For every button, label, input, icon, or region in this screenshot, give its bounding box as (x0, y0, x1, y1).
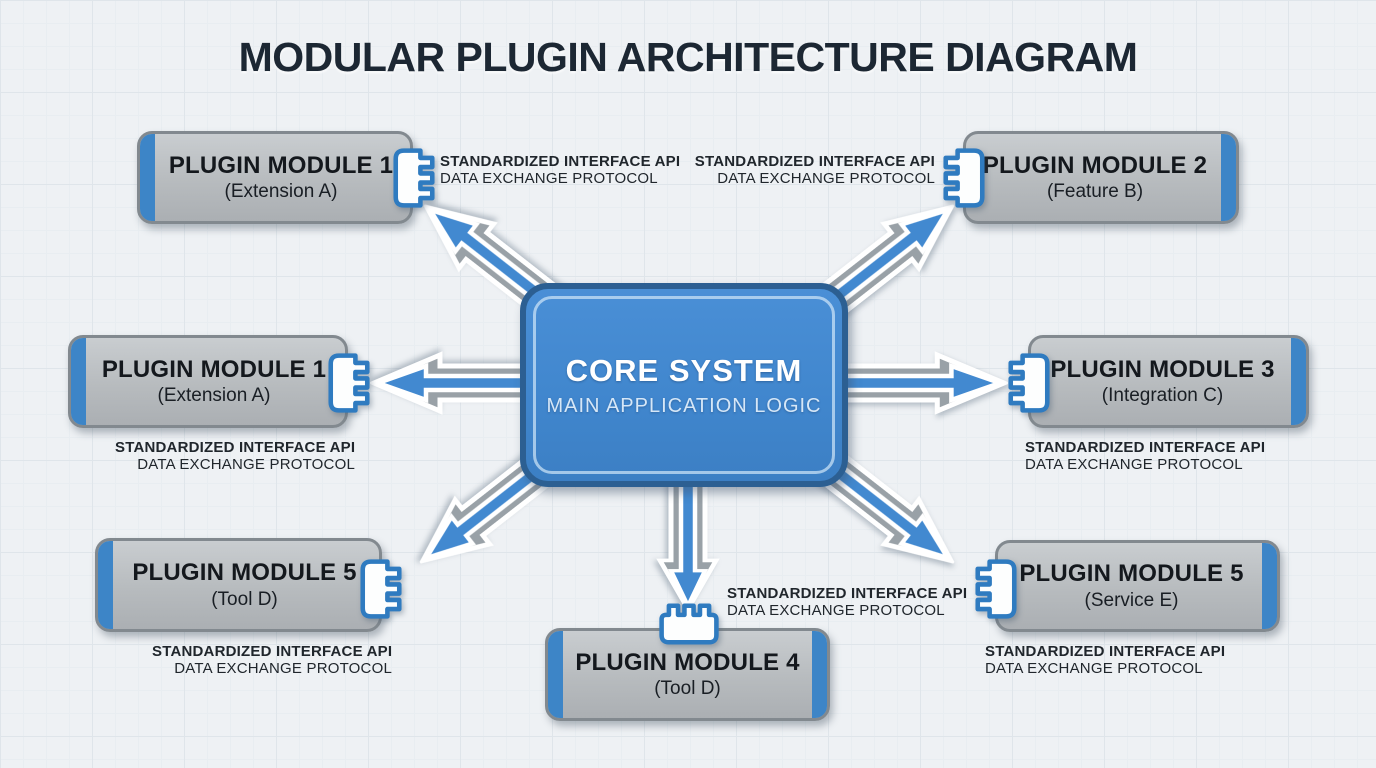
interface-label-bottom-right: STANDARDIZED INTERFACE API DATA EXCHANGE… (985, 643, 1225, 677)
plug-connector-icon (360, 558, 402, 620)
module-accent-stripe (1221, 134, 1236, 221)
interface-label-line2: DATA EXCHANGE PROTOCOL (727, 602, 945, 619)
module-mid-left: PLUGIN MODULE 1 (Extension A) (68, 335, 348, 428)
module-title: PLUGIN MODULE 5 (1019, 560, 1244, 588)
plug-connector-icon (1008, 352, 1050, 414)
module-accent-stripe (1262, 543, 1277, 629)
module-top-left: PLUGIN MODULE 1 (Extension A) (137, 131, 413, 224)
interface-label-line2: DATA EXCHANGE PROTOCOL (985, 660, 1203, 677)
interface-label-line1: STANDARDIZED INTERFACE API (727, 585, 968, 602)
interface-label-line1: STANDARDIZED INTERFACE API (1025, 439, 1266, 456)
interface-label-line1: STANDARDIZED INTERFACE API (115, 439, 356, 456)
module-title: PLUGIN MODULE 3 (1050, 355, 1275, 383)
arrow-core-to-bottom (656, 472, 720, 612)
interface-label-line2: DATA EXCHANGE PROTOCOL (440, 170, 658, 187)
module-title: PLUGIN MODULE 1 (101, 355, 327, 383)
module-subtitle: (Extension A) (224, 181, 338, 203)
interface-label-line1: STANDARDIZED INTERFACE API (152, 643, 393, 660)
module-title: PLUGIN MODULE 1 (168, 151, 394, 179)
core-system-box: CORE SYSTEM MAIN APPLICATION LOGIC (520, 283, 848, 487)
interface-label-line2: DATA EXCHANGE PROTOCOL (137, 456, 355, 473)
module-accent-stripe (548, 631, 563, 718)
module-accent-stripe (71, 338, 86, 425)
interface-label-mid-left: STANDARDIZED INTERFACE API DATA EXCHANGE… (115, 439, 355, 473)
module-mid-right: PLUGIN MODULE 3 (Integration C) (1028, 335, 1309, 428)
module-accent-stripe (98, 541, 113, 629)
core-system-title: CORE SYSTEM (565, 352, 803, 388)
interface-label-top-left: STANDARDIZED INTERFACE API DATA EXCHANGE… (440, 153, 680, 187)
module-bottom-left: PLUGIN MODULE 5 (Tool D) (95, 538, 382, 632)
module-subtitle: (Service E) (1084, 589, 1179, 611)
module-title: PLUGIN MODULE 4 (575, 648, 800, 676)
module-accent-stripe (1291, 338, 1306, 425)
module-title: PLUGIN MODULE 5 (132, 559, 357, 587)
plug-connector-icon (658, 603, 720, 645)
module-bottom-right: PLUGIN MODULE 5 (Service E) (995, 540, 1280, 632)
plug-connector-icon (943, 147, 985, 209)
plug-connector-icon (328, 352, 370, 414)
module-subtitle: (Tool D) (211, 588, 278, 610)
module-title: PLUGIN MODULE 2 (982, 151, 1208, 179)
interface-label-line1: STANDARDIZED INTERFACE API (694, 153, 935, 170)
interface-label-bottom-left: STANDARDIZED INTERFACE API DATA EXCHANGE… (152, 643, 392, 677)
interface-label-line1: STANDARDIZED INTERFACE API (985, 643, 1226, 660)
module-top-right: PLUGIN MODULE 2 (Feature B) (963, 131, 1239, 224)
module-subtitle: (Integration C) (1101, 385, 1224, 407)
plug-connector-icon (393, 147, 435, 209)
interface-label-line2: DATA EXCHANGE PROTOCOL (717, 170, 935, 187)
interface-label-line1: STANDARDIZED INTERFACE API (440, 153, 681, 170)
module-accent-stripe (140, 134, 155, 221)
interface-label-line2: DATA EXCHANGE PROTOCOL (174, 660, 392, 677)
core-system-subtitle: MAIN APPLICATION LOGIC (546, 394, 822, 417)
plug-connector-icon (975, 558, 1017, 620)
page-title: MODULAR PLUGIN ARCHITECTURE DIAGRAM (238, 34, 1138, 80)
interface-label-bottom-center: STANDARDIZED INTERFACE API DATA EXCHANGE… (727, 585, 967, 619)
module-subtitle: (Extension A) (157, 385, 271, 407)
module-subtitle: (Feature B) (1046, 181, 1144, 203)
interface-label-top-right: STANDARDIZED INTERFACE API DATA EXCHANGE… (690, 153, 935, 187)
module-accent-stripe (812, 631, 827, 718)
interface-label-line2: DATA EXCHANGE PROTOCOL (1025, 456, 1243, 473)
module-subtitle: (Tool D) (654, 678, 721, 700)
arrow-core-to-right (816, 351, 1008, 415)
interface-label-mid-right: STANDARDIZED INTERFACE API DATA EXCHANGE… (1025, 439, 1265, 473)
